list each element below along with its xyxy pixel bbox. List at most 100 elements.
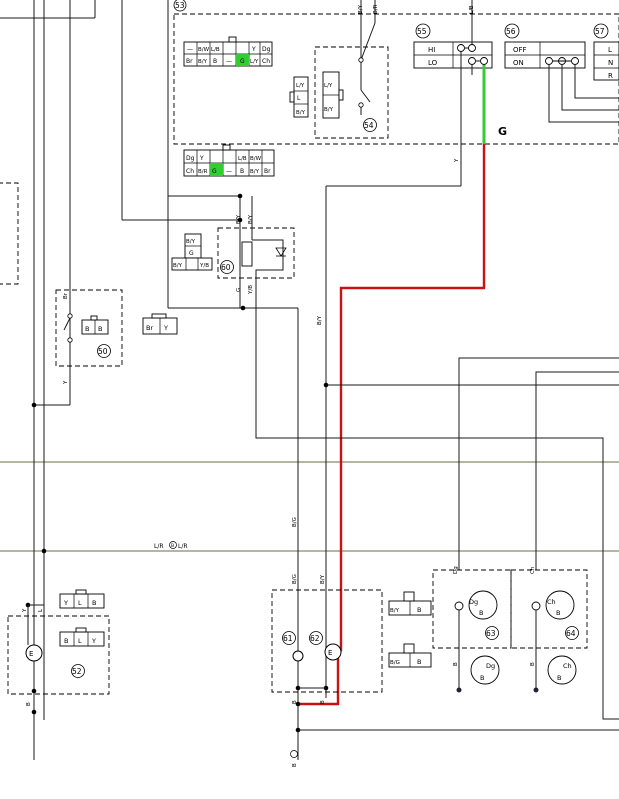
svg-text:Ch: Ch (530, 566, 536, 574)
svg-text:B: B (92, 599, 96, 607)
svg-text:G: G (236, 288, 242, 292)
svg-text:Ch: Ch (262, 58, 270, 65)
svg-text:Y: Y (163, 324, 168, 332)
connector-60: B/Y G B/Y Y/B (171, 233, 213, 271)
svg-text:B: B (98, 325, 102, 333)
switch-55: HI LO (413, 41, 493, 69)
component-64-number: 64 (566, 629, 576, 638)
svg-text:B: B (64, 637, 68, 645)
switch-56-on: ON (513, 59, 524, 67)
svg-text:Dg: Dg (262, 46, 271, 53)
svg-text:B/R: B/R (373, 4, 379, 14)
svg-text:G: G (240, 58, 245, 65)
plug-64-top: Ch B (545, 590, 575, 620)
component-53-number: 53 (175, 1, 185, 10)
svg-text:Br: Br (146, 324, 153, 332)
switch-56: OFF ON (504, 41, 586, 69)
svg-text:B: B (292, 763, 298, 767)
svg-text:L: L (608, 46, 612, 54)
component-57-number: 57 (595, 27, 605, 36)
svg-text:Y: Y (22, 608, 28, 613)
connector-54-b: L/Y B/Y (322, 71, 344, 119)
component-61-badge (282, 631, 296, 645)
component-54-number: 54 (364, 121, 374, 130)
connector-br-y: Br Y (142, 313, 178, 335)
svg-text:B: B (479, 609, 483, 617)
svg-text:G: G (212, 168, 217, 175)
svg-text:B: B (417, 658, 421, 666)
component-63-badge (485, 626, 499, 640)
svg-text:Br: Br (186, 58, 193, 65)
connector-pin-green (210, 163, 223, 176)
svg-text:Y: Y (91, 637, 96, 645)
svg-text:B: B (556, 609, 560, 617)
svg-text:Y: Y (251, 46, 256, 53)
svg-text:B: B (26, 702, 32, 706)
component-61-number: 61 (283, 634, 293, 643)
svg-text:B/W: B/W (198, 47, 210, 53)
svg-text:L/Y: L/Y (250, 59, 259, 65)
component-50-box (55, 289, 123, 367)
component-61-62-box (271, 589, 383, 693)
svg-text:—: — (226, 58, 232, 65)
svg-text:B/W: B/W (250, 156, 262, 162)
svg-text:B/Y: B/Y (390, 608, 400, 614)
connector-61-b: B/G B (388, 643, 432, 668)
svg-text:G: G (189, 250, 194, 257)
svg-text:Y: Y (63, 380, 69, 385)
svg-text:B: B (557, 674, 561, 682)
svg-text:Y: Y (63, 599, 68, 607)
svg-text:B: B (480, 674, 484, 682)
component-64-badge (565, 626, 579, 640)
svg-text:Ch: Ch (563, 662, 572, 670)
connector-50: B B (81, 315, 109, 335)
component-52-box (7, 615, 110, 695)
bus-label-lr2: L/R (178, 543, 188, 550)
component-50-badge (97, 344, 111, 358)
connector-54-a: L/Y L B/Y (289, 76, 309, 118)
svg-text:B: B (320, 700, 326, 704)
switch-56-off: OFF (513, 46, 527, 54)
svg-text:Y/B: Y/B (199, 263, 209, 269)
svg-text:B/Y: B/Y (173, 263, 183, 269)
svg-text:B/G: B/G (292, 574, 298, 584)
svg-text:B/Y: B/Y (250, 169, 260, 175)
bus-label-lr: L/R (154, 543, 164, 550)
connector-53-top: — B/W L/B Y Dg Br B/Y B — G L/Y Ch (183, 36, 273, 67)
svg-text:L/Y: L/Y (324, 83, 333, 89)
svg-text:Dg: Dg (486, 662, 495, 670)
svg-text:B/Y: B/Y (358, 4, 364, 14)
svg-text:B: B (292, 700, 298, 704)
svg-text:L: L (78, 637, 82, 645)
svg-text:B/G: B/G (292, 517, 298, 527)
component-55-number: 55 (417, 27, 427, 36)
plug-63-bot: Dg B (470, 655, 500, 685)
component-64-box (510, 569, 588, 649)
component-53-box (173, 13, 619, 145)
connector-52-top: Y L B (59, 589, 105, 609)
svg-text:—: — (187, 46, 193, 53)
svg-text:Y: Y (454, 158, 460, 163)
component-56-number: 56 (506, 27, 516, 36)
svg-text:—: — (226, 168, 232, 175)
svg-text:B/G: B/G (390, 660, 400, 666)
svg-text:B/Y: B/Y (248, 214, 254, 224)
component-56-badge (504, 23, 520, 39)
svg-text:L: L (78, 599, 82, 607)
svg-text:Br: Br (63, 292, 69, 299)
component-63-number: 63 (486, 629, 496, 638)
svg-text:B/Y: B/Y (186, 239, 196, 245)
svg-text:B: B (213, 58, 217, 65)
svg-text:L: L (38, 608, 44, 612)
svg-text:B/Y: B/Y (198, 59, 208, 65)
plug-64-bot: Ch B (547, 655, 577, 685)
svg-text:Ch: Ch (547, 598, 556, 606)
svg-text:E: E (328, 649, 332, 657)
junction-dot (31, 402, 37, 408)
svg-text:B: B (453, 662, 459, 666)
svg-text:Dg: Dg (469, 598, 478, 606)
switch-55-hi: HI (428, 46, 435, 54)
svg-text:E: E (29, 650, 33, 658)
svg-text:L: L (297, 95, 301, 102)
